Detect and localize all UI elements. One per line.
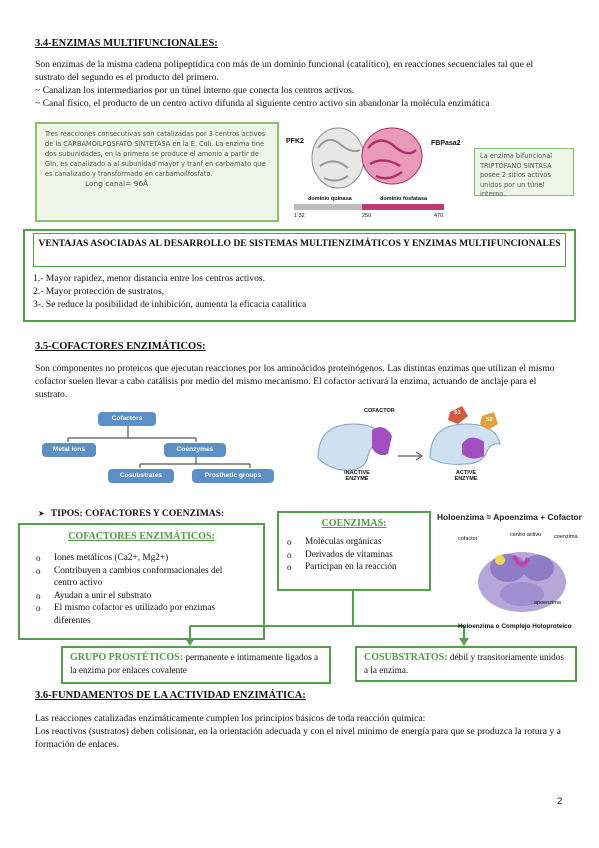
list-item: 1.- Mayor rapidez, menor distancia entre… — [33, 273, 266, 284]
holoenzyme-figure: cofactor centro activo coenzima apoenzim… — [454, 528, 588, 638]
heading-3-6: 3.6-FUNDAMENTOS DE LA ACTIVIDAD ENZIMÁTI… — [35, 690, 306, 701]
activation-shapes — [317, 406, 501, 471]
label-cofactor: cofactor — [458, 536, 478, 542]
tree-node-coenzymes: Coenzymes — [164, 443, 226, 457]
holoenzyme-caption: Holoenzima o Complejo Holoproteico — [458, 623, 572, 630]
tick-label: 1 32 — [294, 213, 305, 219]
tree-node-metal-ions: Metal ions — [42, 443, 96, 457]
advantages-box: VENTAJAS ASOCIADAS AL DESARROLLO DE SIST… — [23, 229, 576, 322]
list-item: 3-. Se reduce la posibilidad de inhibici… — [33, 299, 307, 310]
label-s1: S1 — [454, 410, 461, 416]
coenzimas-box: COENZIMAS: Moléculas orgánicas Derivados… — [277, 511, 431, 591]
note-carbamoilfosfato: Tres reacciones consecutivas son cataliz… — [35, 122, 279, 222]
protein-structure-image — [311, 127, 423, 189]
tree-node-prosthetic-groups: Prosthetic groups — [192, 469, 274, 483]
advantages-list: 1.- Mayor rapidez, menor distancia entre… — [33, 272, 306, 311]
label-fbpasa2: FBPasa2 — [431, 140, 461, 147]
tipos-heading: ➤TIPOS: COFACTORES Y COENZIMAS: — [38, 508, 225, 519]
heading-3-5: 3.5-COFACTORES ENZIMÁTICOS: — [35, 341, 206, 352]
label-pfk2: PFK2 — [286, 138, 304, 145]
cofactores-title: COFACTORES ENZIMÁTICOS: — [68, 531, 215, 542]
note-triptofano: La enzima bifuncional TRIPTÓFANO SINTASA… — [474, 148, 574, 198]
label-domain-phosphatase: dominio fosfatasa — [380, 196, 428, 202]
list-item: Moléculas orgánicas — [283, 536, 429, 549]
list-item: Participan en la reacción — [283, 561, 429, 574]
paragraph-fundamentos: Las reacciones catalizadas enzimáticamen… — [35, 713, 561, 750]
label-coenzima: coenzima — [554, 534, 578, 540]
holoenzyme-equation: Holoenzima = Apoenzima + Cofactor — [437, 512, 582, 522]
holoenzyme-image — [478, 552, 566, 612]
grupo-prostetico-text: permanente e íntimamente ligados a la en… — [70, 652, 319, 675]
grupo-prostetico-box: GRUPO PROSTÉTICOS: permanente e íntimame… — [61, 646, 331, 684]
label-inactive-enzyme: INACTIVE ENZYME — [344, 470, 370, 482]
list-item: 2.- Mayor protección de sustratos, — [33, 286, 165, 297]
cofactores-box: COFACTORES ENZIMÁTICOS: Iones metálicos … — [18, 523, 265, 640]
cosubstratos-box: COSUBSTRATOS: débil y transitoriamente u… — [355, 646, 577, 682]
list-item: Iones metálicos (Ca2+, Mg2+) — [32, 552, 242, 565]
label-apoenzima: apoenzima — [534, 600, 561, 606]
cosubstratos-text: débil y transitoriamente unidos a la enz… — [364, 652, 564, 675]
label-centro-activo: centro activo — [510, 532, 542, 538]
list-item: Contribuyen a cambios conformacionales d… — [32, 565, 242, 590]
label-domain-kinase: dominio quinasa — [308, 196, 352, 202]
paragraph-multifunctional: Son enzimas de la misma cadena polipeptí… — [35, 59, 534, 109]
tick-label: 250 — [362, 213, 372, 219]
connector-lines — [185, 591, 469, 646]
tick-label: 470 — [434, 213, 444, 219]
tree-node-cosubstrates: Cosubstrates — [108, 469, 174, 483]
domain-bar-phosphatase — [362, 204, 444, 210]
grupo-prostetico-title: GRUPO PROSTÉTICOS: — [70, 652, 184, 663]
label-cofactor: COFACTOR — [364, 408, 395, 414]
enzyme-activation-diagram: COFACTOR INACTIVE ENZYME ACTIVE ENZYME S… — [312, 400, 588, 496]
paragraph-cofactors: Son componentes no proteicos que ejecuta… — [35, 363, 555, 400]
list-item: Ayudan a unir el substrato — [32, 590, 242, 603]
coenzimas-title: COENZIMAS: — [321, 518, 387, 529]
pfk2-fbpasa2-figure: PFK2 FBPasa2 dominio quinasa dominio fos… — [286, 118, 466, 226]
cosubstratos-title: COSUBSTRATOS: — [364, 652, 448, 663]
list-item: Derivados de vitaminas — [283, 549, 429, 562]
advantages-title: VENTAJAS ASOCIADAS AL DESARROLLO DE SIST… — [33, 233, 566, 267]
cofactor-tree-connectors — [67, 426, 251, 468]
label-active-enzyme: ACTIVE ENZYME — [454, 470, 478, 482]
heading-3-4: 3.4-ENZIMAS MULTIFUNCIONALES: — [35, 38, 218, 49]
list-item: El mismo cofactor es utilizado por enzim… — [32, 602, 242, 627]
page-number: 2 — [557, 796, 563, 807]
arrow-bullet-icon: ➤ — [38, 509, 45, 518]
tree-node-cofactors: Cofactors — [98, 412, 156, 426]
domain-bar-kinase — [294, 204, 362, 210]
label-s2: S2 — [486, 417, 493, 423]
